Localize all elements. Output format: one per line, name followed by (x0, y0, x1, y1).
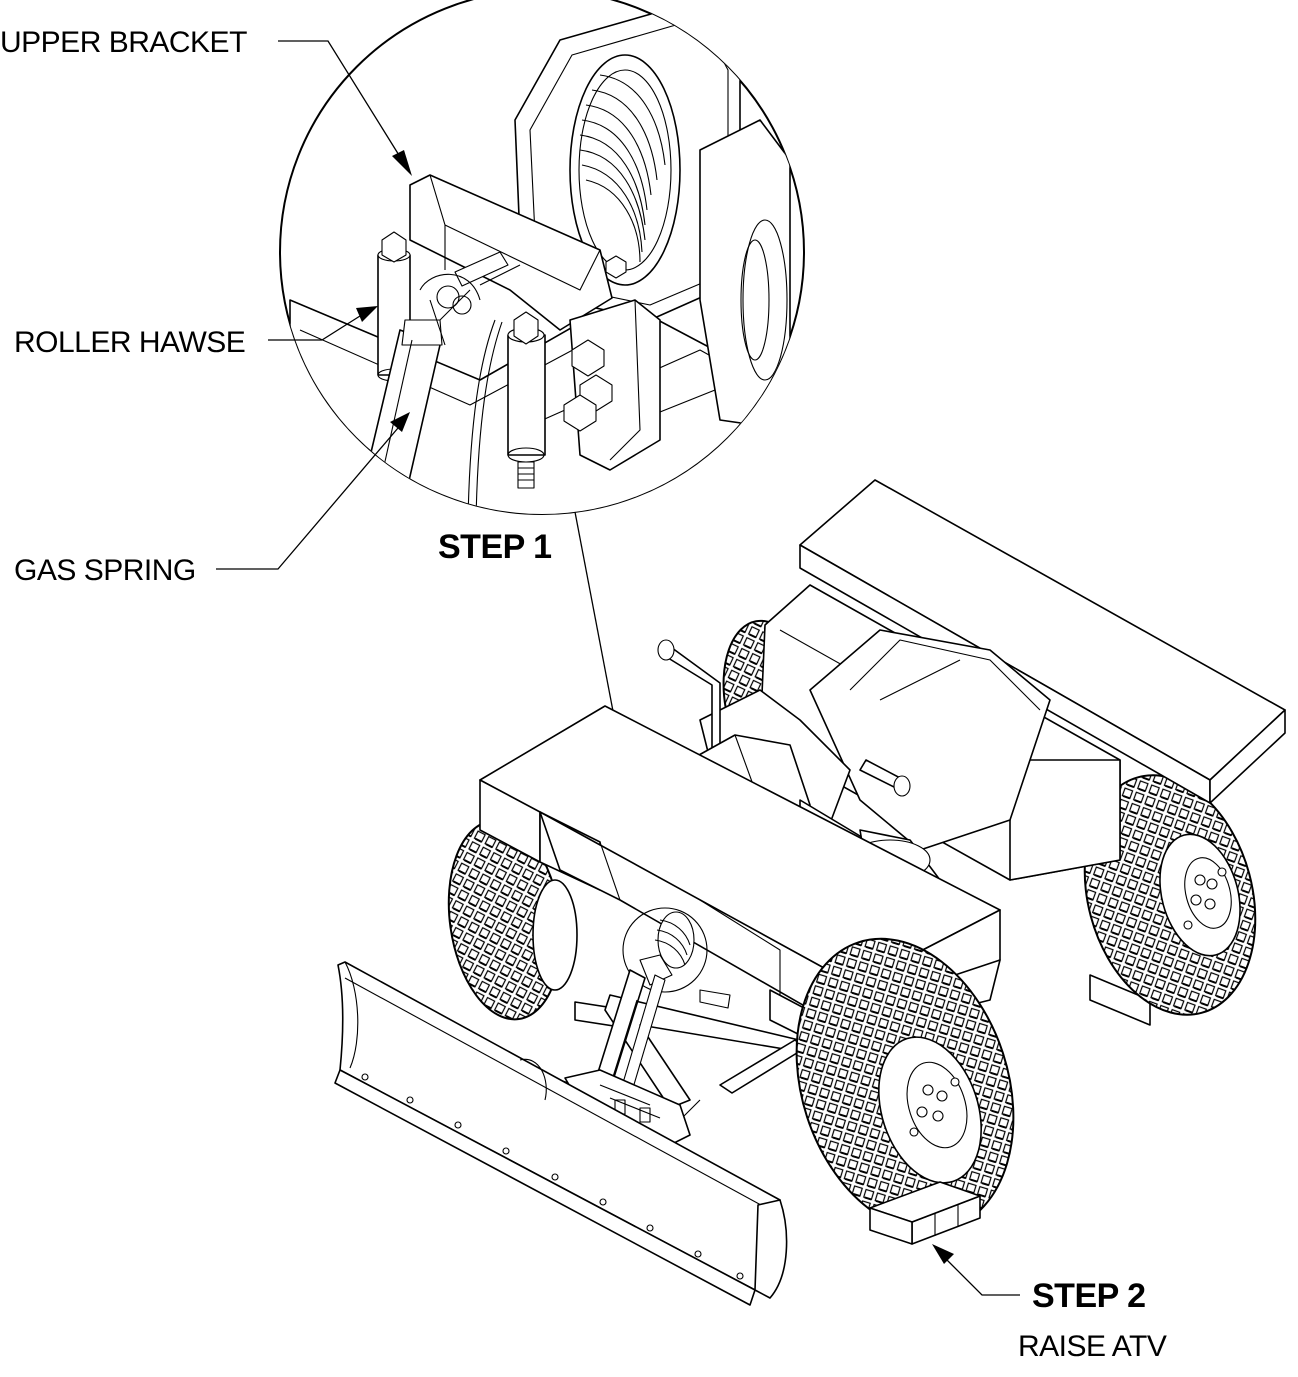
wheel-blocks (869, 1181, 981, 1245)
atv-illustration (334, 479, 1286, 1306)
upper-bracket-label: UPPER BRACKET (0, 26, 247, 59)
detail-magnifier (279, 0, 805, 515)
rear-right-wheel (1083, 774, 1257, 1016)
roller-hawse-label: ROLLER HAWSE (14, 326, 245, 359)
gas-spring-label: GAS SPRING (14, 554, 196, 587)
step1-label: STEP 1 (438, 528, 552, 566)
winch-detail-target (622, 907, 731, 1009)
step2-label: STEP 2 (1032, 1277, 1146, 1315)
upper-bracket-callout: UPPER BRACKET (0, 26, 412, 176)
front-left-wheel (447, 819, 578, 1021)
step2-sub-label: RAISE ATV (1018, 1330, 1167, 1363)
step2-callout: STEP 2 RAISE ATV (932, 1244, 1167, 1363)
plow-blade (334, 961, 788, 1306)
gas-spring-callout: GAS SPRING (14, 412, 410, 587)
roller-hawse-callout: ROLLER HAWSE (14, 306, 378, 359)
front-right-wheel (795, 937, 1015, 1233)
